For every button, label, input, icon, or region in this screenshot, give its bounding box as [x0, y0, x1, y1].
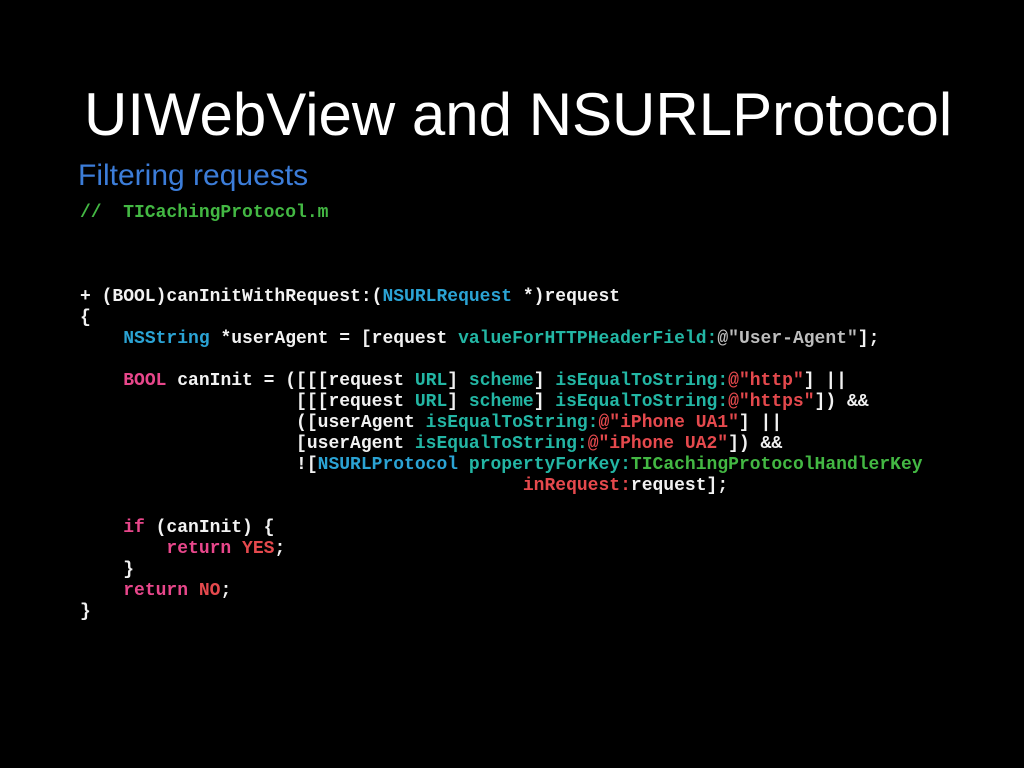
code-token-method: isEqualToString:: [555, 371, 729, 391]
code-token-plain: ] ||: [803, 371, 847, 391]
code-token-method: propertyForKey:: [468, 455, 631, 475]
code-token-plain: *)request: [512, 287, 621, 307]
code-line: return YES;: [80, 539, 923, 560]
code-line: NSString *userAgent = [request valueForH…: [80, 329, 923, 350]
code-line: if (canInit) {: [80, 518, 923, 539]
code-line: {: [80, 308, 923, 329]
code-line: [80, 245, 923, 266]
code-token-keyword: return: [166, 539, 232, 559]
code-line: [80, 224, 923, 245]
code-token-method: isEqualToString:: [425, 413, 599, 433]
code-token-plain: ] ||: [738, 413, 783, 433]
code-token-plain: ]: [447, 371, 469, 391]
code-token-plain: ];: [857, 329, 880, 349]
code-token-string: NO: [198, 581, 221, 601]
code-token-plain: ;: [220, 581, 232, 601]
code-token-method: scheme: [468, 392, 534, 412]
code-token-constant: TICachingProtocolHandlerKey: [630, 455, 923, 475]
code-token-classname: NSURLProtocol: [317, 455, 459, 475]
code-line: [userAgent isEqualToString:@"iPhone UA2"…: [80, 434, 923, 455]
code-token-muted: @"User-Agent": [717, 329, 858, 349]
code-token-plain: {: [80, 308, 91, 328]
code-line: inRequest:request];: [80, 476, 923, 497]
code-token-plain: }: [80, 602, 91, 622]
code-line: [[[request URL] scheme] isEqualToString:…: [80, 392, 923, 413]
code-token-plain: [80, 371, 123, 391]
code-token-keyword: if: [123, 518, 145, 538]
code-token-classname: NSString: [123, 329, 210, 349]
code-token-plain: [231, 539, 242, 559]
code-token-string: @"https": [728, 392, 815, 412]
code-line: + (BOOL)canInitWithRequest:(NSURLRequest…: [80, 287, 923, 308]
code-token-plain: [80, 539, 166, 559]
code-token-plain: [80, 476, 523, 496]
code-line: }: [80, 602, 923, 623]
code-token-keyword: return: [123, 581, 189, 601]
code-token-string: @"http": [728, 371, 804, 391]
code-token-plain: ;: [274, 539, 286, 559]
code-token-method: isEqualToString:: [555, 392, 729, 412]
code-token-plain: [userAgent: [80, 434, 415, 454]
code-token-plain: *userAgent = [request: [209, 329, 459, 349]
code-token-plain: ]: [533, 392, 556, 412]
code-token-keyword: BOOL: [123, 371, 167, 391]
code-token-plain: ]: [533, 371, 556, 391]
code-token-plain: ![: [80, 455, 318, 475]
code-token-string: @"iPhone UA2": [587, 434, 729, 454]
code-token-method: scheme: [468, 371, 534, 391]
code-token-plain: ]: [447, 392, 469, 412]
code-line: BOOL canInit = ([[[request URL] scheme ] …: [80, 371, 923, 392]
code-token-plain: }: [80, 560, 135, 580]
code-token-string: @"iPhone UA1": [598, 413, 739, 433]
code-token-plain: [188, 581, 199, 601]
code-line: [80, 350, 923, 371]
code-token-method: valueForHTTPHeaderField:: [458, 329, 718, 349]
code-token-plain: ]) &&: [814, 392, 869, 412]
code-token-plain: [458, 455, 469, 475]
code-token-classname: NSURLRequest: [382, 287, 513, 307]
code-line: [80, 497, 923, 518]
code-line: ![NSURLProtocol propertyForKey:TICaching…: [80, 455, 923, 476]
code-line: }: [80, 560, 923, 581]
code-line: // TICachingProtocol.m: [80, 203, 923, 224]
code-block: // TICachingProtocol.m + (BOOL)canInitWi…: [80, 203, 923, 623]
code-token-plain: + (BOOL)canInitWithRequest:(: [80, 287, 383, 307]
code-token-string: YES: [242, 539, 275, 559]
code-token-plain: [80, 329, 123, 349]
code-token-plain: request];: [630, 476, 729, 496]
code-token-plain: ([userAgent: [80, 413, 426, 433]
code-token-plain: canInit = ([[[request: [166, 371, 415, 391]
page-subtitle: Filtering requests: [78, 158, 309, 192]
code-token-comment: // TICachingProtocol.m: [80, 203, 329, 223]
code-token-plain: (canInit) {: [144, 518, 275, 538]
code-token-method: isEqualToString:: [414, 434, 588, 454]
code-line: return NO;: [80, 581, 923, 602]
code-token-plain: ]) &&: [728, 434, 783, 454]
code-token-plain: [80, 581, 123, 601]
page-title: UIWebView and NSURLProtocol: [84, 81, 953, 149]
code-token-method: URL: [414, 392, 448, 412]
code-token-plain: [80, 518, 123, 538]
code-token-plain: [[[request: [80, 392, 415, 412]
code-line: ([userAgent isEqualToString:@"iPhone UA1…: [80, 413, 923, 434]
code-line: [80, 266, 923, 287]
code-token-string: inRequest:: [522, 476, 631, 496]
code-token-method: URL: [414, 371, 448, 391]
